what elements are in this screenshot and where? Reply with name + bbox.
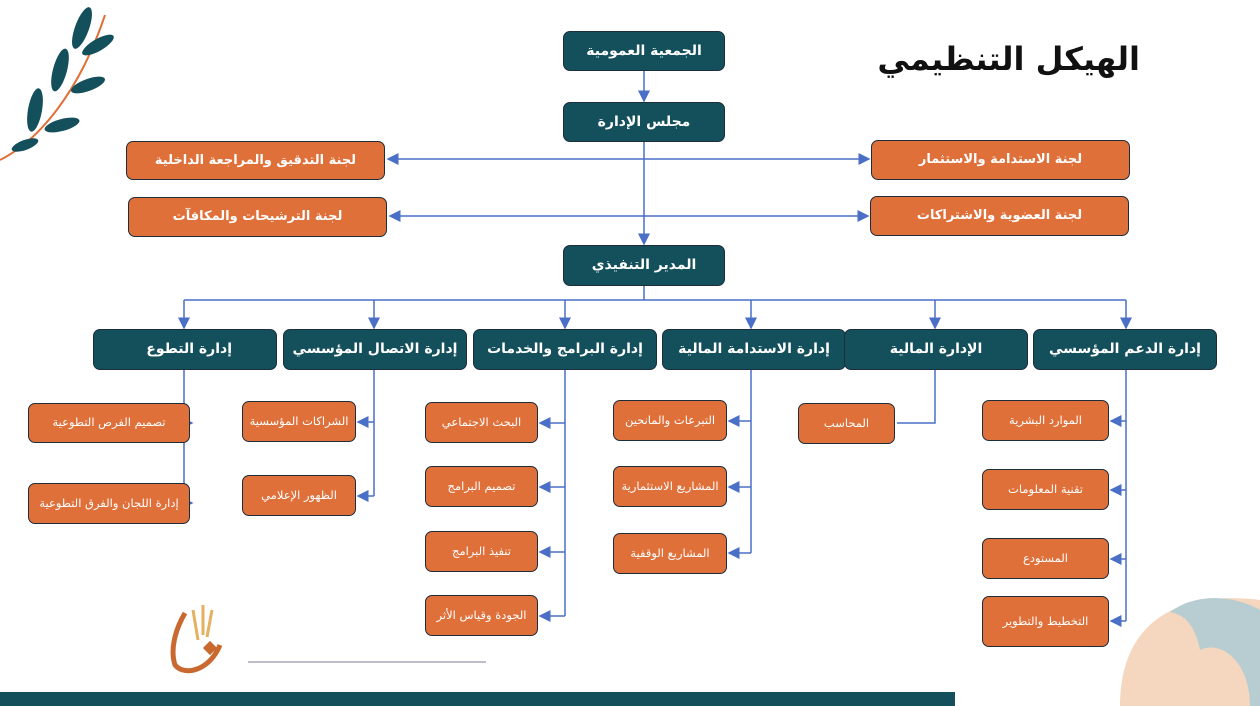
- unit-node: إدارة اللجان والفرق التطوعية: [28, 483, 190, 524]
- unit-node: تصميم البرامج: [425, 466, 538, 507]
- unit-node: المشاريع الاستثمارية: [613, 466, 727, 507]
- unit-node: التخطيط والتطوير: [982, 596, 1109, 647]
- node-board: مجلس الإدارة: [563, 102, 725, 142]
- unit-node: الظهور الإعلامي: [242, 475, 356, 516]
- node-sustainability-committee: لجنة الاستدامة والاستثمار: [871, 140, 1130, 180]
- leaf-decor-icon: [0, 7, 114, 161]
- unit-node: الموارد البشرية: [982, 400, 1109, 441]
- node-membership-committee: لجنة العضوية والاشتراكات: [870, 196, 1129, 236]
- unit-node: الشراكات المؤسسية: [242, 401, 356, 442]
- node-general-assembly: الجمعية العمومية: [563, 31, 725, 71]
- dept-financial-sustainability: إدارة الاستدامة المالية: [662, 329, 846, 370]
- unit-node: المشاريع الوقفية: [613, 533, 727, 574]
- node-audit-committee: لجنة التدقيق والمراجعة الداخلية: [126, 141, 385, 180]
- unit-node: تنفيذ البرامج: [425, 531, 538, 572]
- footer-bar: [0, 692, 955, 706]
- dept-finance: الإدارة المالية: [844, 329, 1028, 370]
- unit-node: تقنية المعلومات: [982, 469, 1109, 510]
- dept-institutional-support: إدارة الدعم المؤسسي: [1033, 329, 1217, 370]
- dept-volunteering: إدارة التطوع: [93, 329, 277, 370]
- unit-node: التبرعات والمانحين: [613, 400, 727, 441]
- unit-node: المحاسب: [798, 403, 895, 444]
- dept-programs: إدارة البرامج والخدمات: [473, 329, 657, 370]
- unit-node: المستودع: [982, 538, 1109, 579]
- dept-communication: إدارة الاتصال المؤسسي: [283, 329, 467, 370]
- node-executive-director: المدير التنفيذي: [563, 245, 725, 286]
- unit-node: تصميم الفرص التطوعية: [28, 403, 190, 443]
- organization-logo: [170, 605, 223, 674]
- unit-node: البحث الاجتماعي: [425, 402, 538, 443]
- unit-node: الجودة وقياس الأثر: [425, 595, 538, 636]
- node-nominations-committee: لجنة الترشيحات والمكافآت: [128, 197, 387, 237]
- page-title: الهيكل التنظيمي: [877, 40, 1140, 78]
